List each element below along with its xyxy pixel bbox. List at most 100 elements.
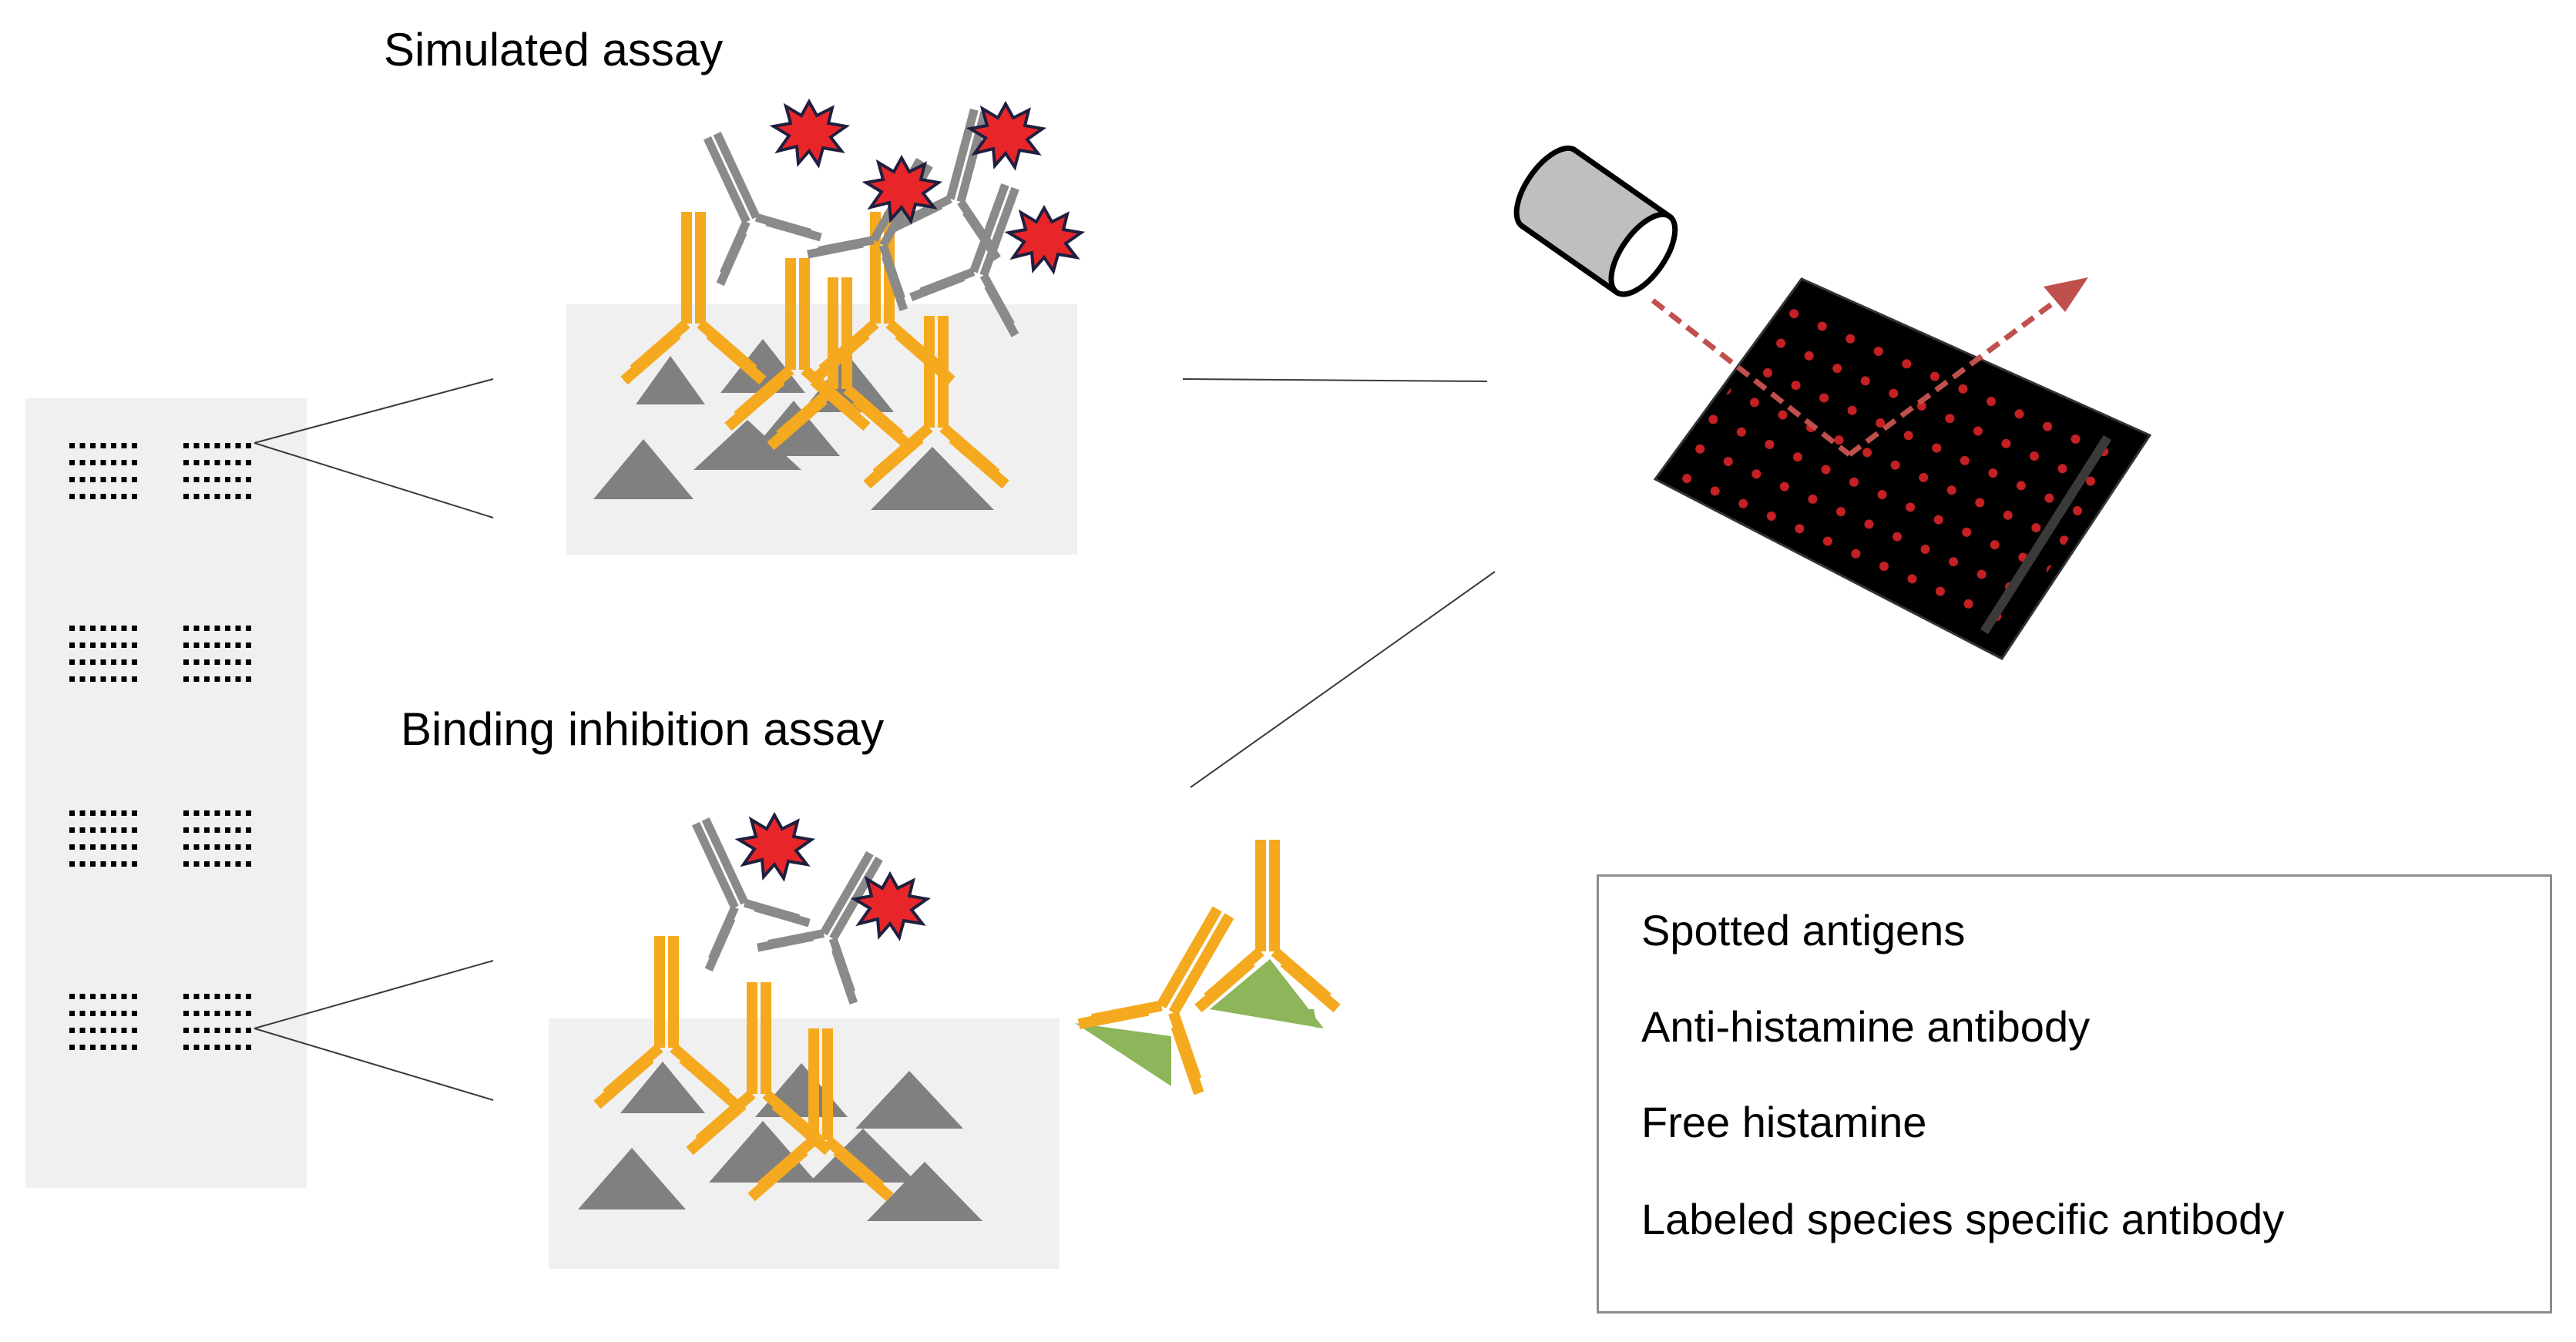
chip-spot [79,460,86,465]
chip-spot [193,1028,200,1033]
chip-spot [79,810,86,816]
chip-spot [225,861,230,867]
chip-spot [246,494,251,499]
chip-spot [204,994,210,999]
chip-spot [204,443,210,448]
chip-spot [204,676,210,682]
chip-spot [214,443,220,448]
chip-spot [111,810,116,816]
chip-spot [111,676,116,682]
chip-spot [225,676,230,682]
chip-spot [132,1028,137,1033]
chip-spot [214,844,220,850]
chip-spot [246,642,251,648]
chip-spot [235,810,241,816]
chip-spot [204,494,210,499]
chip-spot [204,1011,210,1016]
chip-spot [79,1045,86,1050]
laser-beam [1651,289,2071,457]
chip-spot [214,1028,220,1033]
chip-spot [90,642,96,648]
antigen-triangle [867,1162,982,1221]
chip-spot [225,443,230,448]
chip-spot [183,626,189,631]
chip-spot [111,443,116,448]
simulated-assay-panel [566,304,1077,555]
chip-spot [79,994,86,999]
chip-spot [183,443,189,448]
chip-spot [183,994,189,999]
chip-spot [193,659,200,665]
chip-spot [111,844,116,850]
chip-spot [69,626,75,631]
chip-spot [121,861,127,867]
chip-spot [183,861,189,867]
chip-spot-grids [69,443,251,1050]
chip-spot [183,844,189,850]
connector-lines [254,378,1496,1101]
chip-spot [132,642,137,648]
free-histamine-triangle [1075,1023,1171,1086]
chip-spot [79,676,86,682]
chip-spot [193,1045,200,1050]
chip-spot [132,1045,137,1050]
chip-spot [132,676,137,682]
chip-spot [204,861,210,867]
chip-spot [111,1011,116,1016]
chip-spot [90,1045,96,1050]
chip-spot [69,477,75,482]
fluorescent-label [1007,206,1083,273]
chip-spot [204,626,210,631]
chip-spot [90,827,96,833]
chip-spot [111,460,116,465]
chip-spot [90,861,96,867]
chip-spot [183,810,189,816]
chip-spot [79,827,86,833]
chip-spot [132,827,137,833]
antigen-triangle [620,1062,705,1113]
chip-spot [225,1045,230,1050]
chip-spot [235,1045,241,1050]
chip-spot [79,642,86,648]
chip-spot [225,477,230,482]
chip-spot [79,861,86,867]
chip-spot [225,810,230,816]
chip-spot [90,844,96,850]
chip-spot [235,460,241,465]
chip-spot [225,994,230,999]
chip-spot [100,994,106,999]
chip-spot [132,659,137,665]
chip-spot [214,494,220,499]
legend-free-histamine: Free histamine [1641,1098,1927,1146]
chip-spot [90,477,96,482]
chip-spot [121,1028,127,1033]
chip-spot [132,477,137,482]
chip-spot [111,994,116,999]
chip-spot [214,659,220,665]
chip-spot [193,844,200,850]
antigen-triangle [809,1129,917,1183]
chip-spot [246,460,251,465]
chip-spot [132,810,137,816]
chip-spot [111,626,116,631]
chip-spot [90,659,96,665]
chip-spot [183,1011,189,1016]
chip-spot [246,994,251,999]
chip-spot [121,1011,127,1016]
chip-spot [214,861,220,867]
chip-spot [121,659,127,665]
chip-spot [111,1028,116,1033]
chip-spot [235,827,241,833]
microarray-chip [25,398,307,1188]
chip-spot [183,642,189,648]
chip-spot [183,1028,189,1033]
chip-spot [100,1028,106,1033]
chip-spot [246,676,251,682]
chip-spot [121,443,127,448]
chip-spot [90,460,96,465]
chip-spot [69,810,75,816]
antigen-triangle [871,447,994,510]
chip-spot [235,443,241,448]
chip-spot [183,477,189,482]
chip-spot [235,642,241,648]
